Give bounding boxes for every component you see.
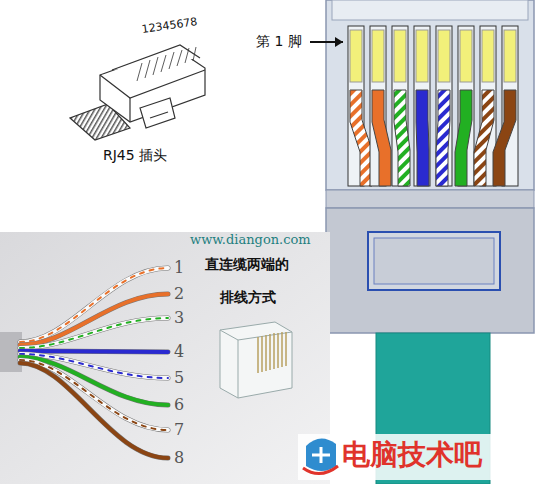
plug-caption: RJ45 插头 [103,148,167,163]
pin-contact [482,30,494,82]
pin-numbers: 12345678 [141,16,198,36]
pin-contact [372,30,384,82]
wire-number: 7 [174,421,184,439]
wire-core [416,90,429,186]
wire-core [350,90,372,186]
pin-slot [414,26,430,186]
watermark: 电脑技术吧 [342,440,482,471]
photo-wire-edge [20,351,168,352]
wire-core [455,90,472,186]
wire-number: 3 [174,309,184,327]
wire-number: 2 [174,285,184,303]
photo-wire-edge [20,363,168,458]
pin-slot [436,26,452,186]
photo-wire [20,363,168,458]
pin-contact [438,30,450,82]
photo-wire-edge [20,318,168,348]
wire-core [493,90,516,186]
wire-number: 5 [174,369,184,387]
wire-core [474,90,494,186]
wire-core [394,90,410,186]
pin-callout: 第 1 脚 [256,34,302,49]
pin-contact [394,30,406,82]
wire-number: 6 [174,396,184,414]
photo-wire [20,318,168,348]
pin-contact [416,30,428,82]
photo-wire-stripe [20,318,168,348]
wire-number: 4 [174,343,184,361]
photo-title: 排线方式 [220,290,276,305]
wire-number: 1 [174,259,184,277]
photo-wire [20,351,168,352]
pin-contact [350,30,362,82]
wire-number: 8 [174,449,184,467]
website-url: www.diangon.com [190,233,311,247]
wire-core [436,90,450,186]
photo-title: 直连缆两端的 [205,257,289,272]
wire-core [372,90,391,186]
pin-contact [460,30,472,82]
pin-contact [504,30,516,82]
